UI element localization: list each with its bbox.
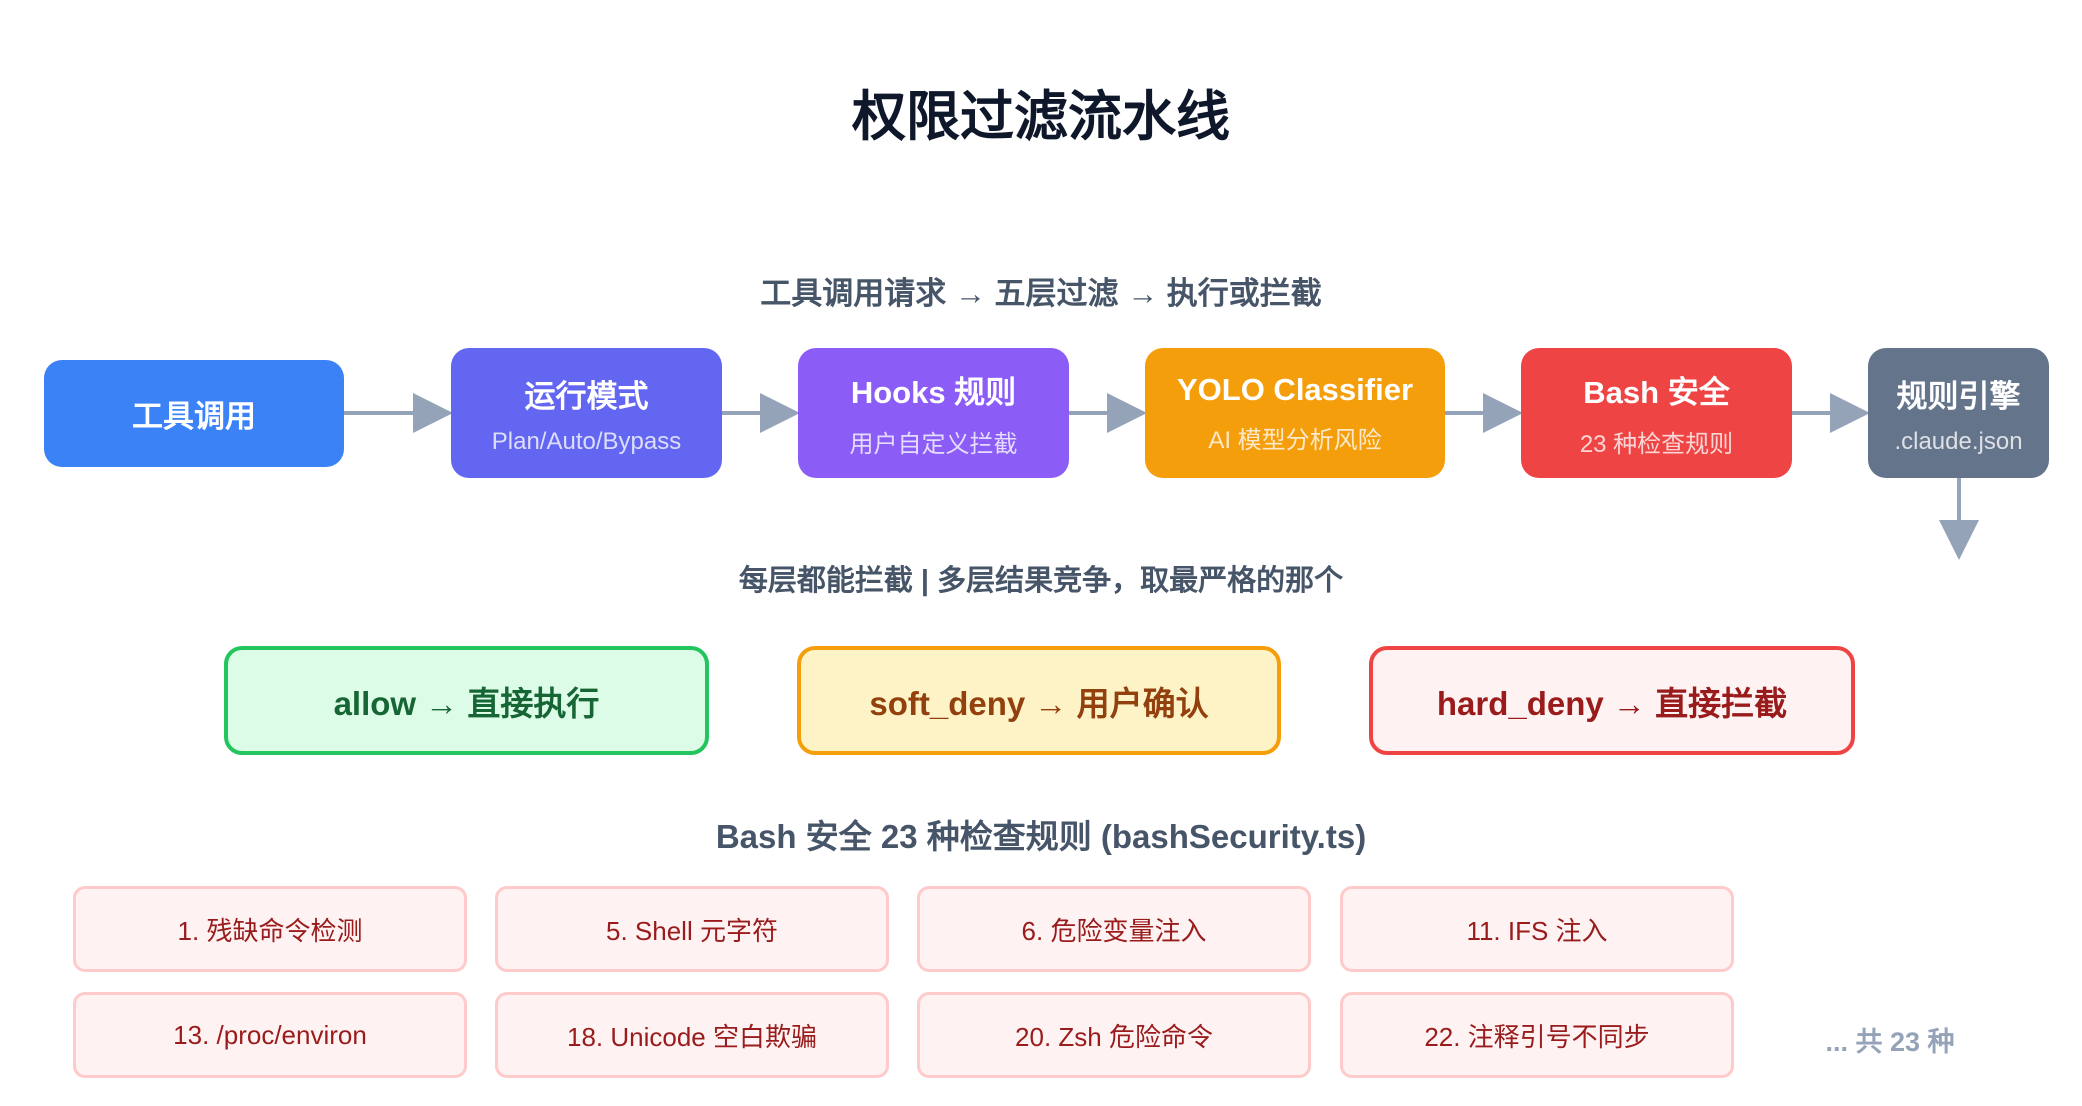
rule-card: 1. 残缺命令检测 [73,886,467,972]
pipeline-node-tool-call: 工具调用 [44,360,344,467]
node-subtitle: 用户自定义拦截 [849,431,1018,458]
rule-card: 6. 危险变量注入 [917,886,1311,972]
decision-hard-deny: hard_deny → 直接拦截 [1369,646,1855,755]
node-subtitle: 23 种检查规则 [1579,431,1734,458]
decision-label: allow → 直接执行 [333,684,600,722]
node-title: YOLO Classifier [1176,371,1414,407]
rule-label: 22. 注释引号不同步 [1424,1021,1650,1052]
pipeline-node-yolo: YOLO Classifier AI 模型分析风险 [1145,348,1445,478]
rule-label: 11. IFS 注入 [1466,915,1608,946]
pipeline-note: 每层都能拦截 | 多层结果竞争，取最严格的那个 [738,565,1344,597]
rule-label: 13. /proc/environ [173,1019,367,1050]
decision-soft-deny: soft_deny → 用户确认 [797,646,1281,755]
rule-label: 20. Zsh 危险命令 [1015,1021,1213,1052]
rule-label: 6. 危险变量注入 [1021,915,1207,946]
rule-card: 22. 注释引号不同步 [1340,992,1734,1078]
diagram-title: 权限过滤流水线 [852,87,1230,147]
pipeline-node-rule-engine: 规则引擎 .claude.json [1868,348,2049,478]
rule-card: 5. Shell 元字符 [495,886,889,972]
bash-rules-heading: Bash 安全 23 种检查规则 (bashSecurity.ts) [715,818,1367,855]
rule-card: 20. Zsh 危险命令 [917,992,1311,1078]
node-title: 工具调用 [132,399,256,434]
pipeline-node-bash-security: Bash 安全 23 种检查规则 [1521,348,1792,478]
rule-card: 18. Unicode 空白欺骗 [495,992,889,1078]
node-subtitle: AI 模型分析风险 [1208,426,1382,454]
pipeline-node-hooks: Hooks 规则 用户自定义拦截 [798,348,1069,478]
node-title: Hooks 规则 [850,375,1017,410]
node-subtitle: .claude.json [1894,427,2023,455]
node-title: 规则引擎 [1896,378,2021,414]
rule-card: 13. /proc/environ [73,992,467,1078]
node-subtitle: Plan/Auto/Bypass [491,427,682,455]
node-title: 运行模式 [524,378,649,414]
decision-label: hard_deny → 直接拦截 [1436,684,1788,722]
rule-label: 1. 残缺命令检测 [177,915,363,946]
rule-card: 11. IFS 注入 [1340,886,1734,972]
rule-label: 5. Shell 元字符 [606,915,778,946]
decision-allow: allow → 直接执行 [224,646,709,755]
node-title: Bash 安全 [1583,375,1730,410]
pipeline-node-run-mode: 运行模式 Plan/Auto/Bypass [451,348,722,478]
rules-more-count: ... 共 23 种 [1825,1027,1955,1057]
flow-subtitle: 工具调用请求 → 五层过滤 → 执行或拦截 [760,276,1322,311]
rule-label: 18. Unicode 空白欺骗 [567,1021,817,1052]
decision-label: soft_deny → 用户确认 [869,684,1209,722]
